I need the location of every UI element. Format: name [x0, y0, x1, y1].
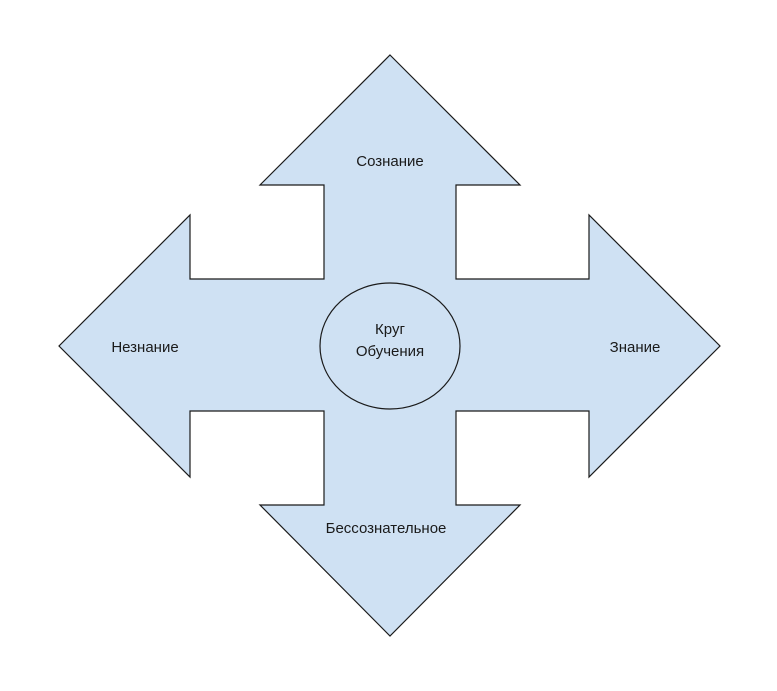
up-arrow-label: Сознание — [356, 153, 424, 170]
left-arrow-label: Незнание — [111, 339, 178, 356]
center-label-line2: Обучения — [356, 343, 424, 360]
down-arrow-label: Бессознательное — [326, 520, 447, 537]
center-label-line1: Круг — [375, 321, 405, 338]
center-circle — [319, 282, 461, 410]
right-arrow-label: Знание — [610, 339, 661, 356]
